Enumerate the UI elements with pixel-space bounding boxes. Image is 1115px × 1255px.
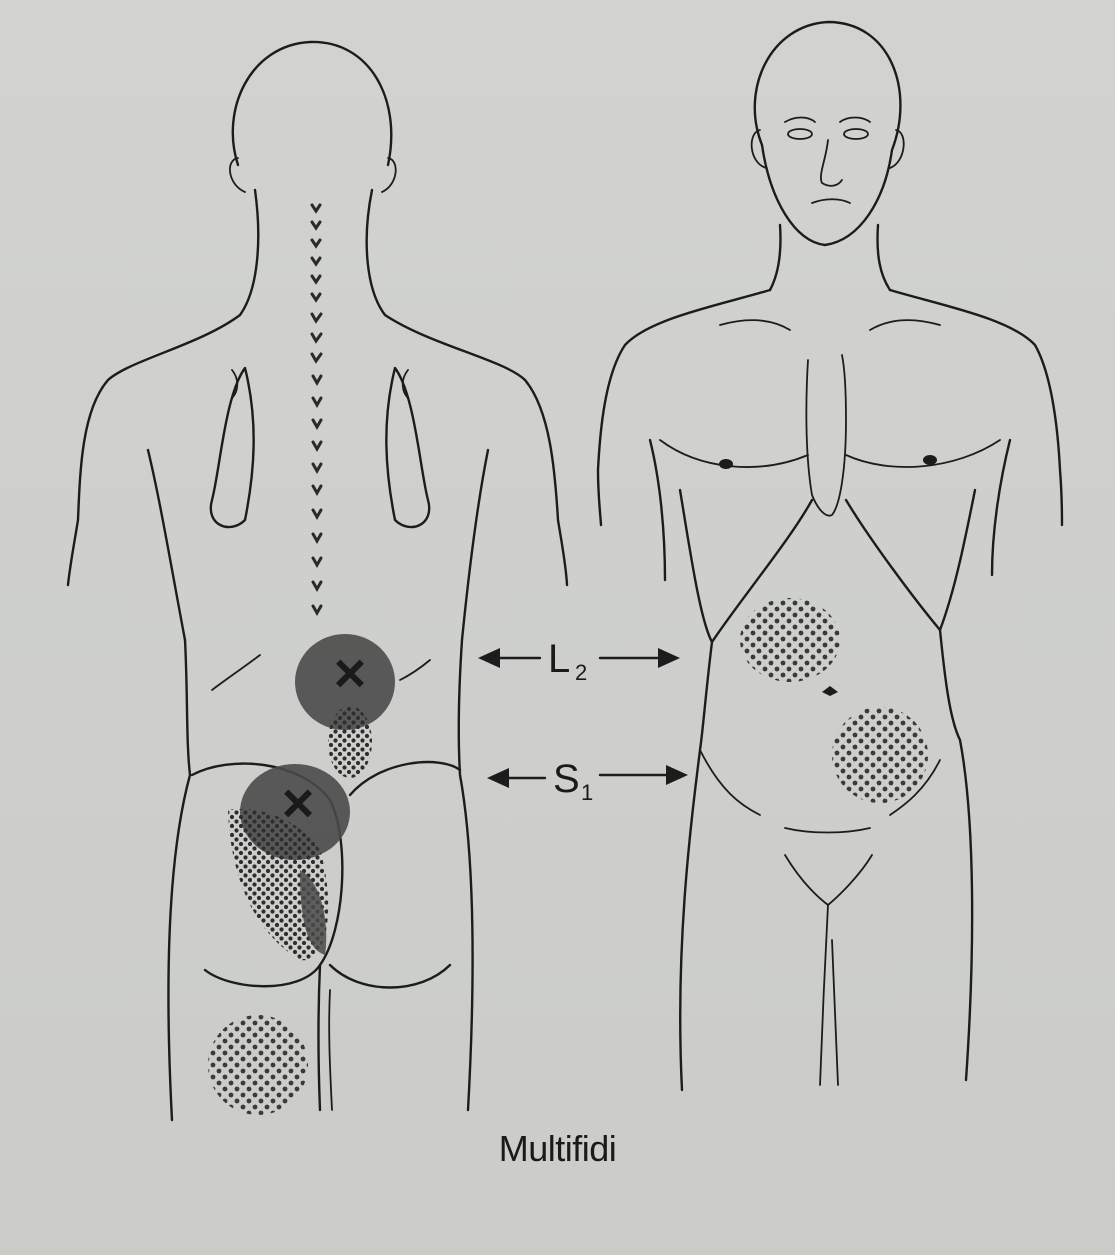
back-left-ear <box>229 157 246 193</box>
back-spine-dots <box>310 203 323 617</box>
s1-left-arrowhead <box>487 768 509 788</box>
level-indicator-l2: L 2 <box>478 637 680 685</box>
front-view-figure <box>596 20 1064 1092</box>
front-right-ear <box>889 129 905 169</box>
front-right-eye <box>843 128 869 140</box>
front-right-pec <box>845 439 1001 468</box>
pain-zone-upper-abdomen <box>740 598 840 682</box>
back-left-scapula <box>209 366 255 529</box>
front-right-clavicle <box>869 319 941 331</box>
front-left-pec <box>659 439 809 468</box>
pain-zone-lumbar-dense <box>295 634 395 730</box>
back-left-buttock <box>190 762 344 988</box>
front-right-inguinal <box>889 759 941 816</box>
pain-zone-sacral-spill <box>228 809 329 961</box>
back-head <box>231 40 393 167</box>
trigger-point-s1: × <box>282 771 315 834</box>
l2-subscript: 2 <box>575 660 587 685</box>
front-leg-split <box>819 904 829 1086</box>
back-right-outline <box>365 188 569 587</box>
front-left-outline <box>596 288 772 527</box>
front-right-ribcage <box>844 488 977 632</box>
trigger-point-l2: × <box>334 641 367 704</box>
l2-letter: L <box>548 637 570 681</box>
front-right-arm-inner <box>990 438 1012 577</box>
level-indicator-s1: S 1 <box>487 757 688 805</box>
pain-zone-thigh <box>208 1015 308 1115</box>
figure-caption: Multifidi <box>498 1128 617 1169</box>
front-nose <box>820 139 843 187</box>
back-left-shoulder-mark <box>231 369 239 399</box>
pain-zone-lower-abdomen <box>832 707 928 803</box>
l2-left-arrowhead <box>478 648 500 668</box>
pain-zone-sacral-dense-tail <box>300 870 327 955</box>
front-right-outline <box>888 288 1064 527</box>
back-leg-split <box>317 963 322 1112</box>
front-right-eyebrow <box>839 116 871 123</box>
front-neck-left <box>768 223 782 292</box>
front-groin <box>784 854 873 906</box>
front-head <box>753 20 902 247</box>
back-view-figure: × × <box>66 40 569 1122</box>
trigger-points: × × <box>282 641 367 834</box>
back-right-shoulder-mark <box>401 369 409 399</box>
front-inner-leg <box>831 939 839 1086</box>
back-right-flank <box>457 638 474 1112</box>
s1-right-arrowhead <box>666 765 688 785</box>
front-right-flank <box>938 628 974 1082</box>
front-left-inguinal <box>699 749 761 816</box>
back-right-gluteal-fold <box>328 963 452 989</box>
s1-subscript: 1 <box>581 780 593 805</box>
back-pain-zones <box>208 634 395 1115</box>
front-left-nipple <box>719 459 733 469</box>
back-right-buttock <box>348 760 462 797</box>
front-neck-right <box>876 223 892 292</box>
back-right-arm-inner <box>460 448 490 642</box>
front-pain-zones <box>740 598 928 803</box>
front-left-flank <box>679 640 714 1092</box>
back-left-outline <box>66 188 260 587</box>
l2-right-arrowhead <box>658 648 680 668</box>
front-right-nipple <box>923 455 937 465</box>
back-left-flank <box>167 638 192 1122</box>
front-mouth <box>811 198 851 204</box>
front-navel <box>822 686 838 696</box>
front-left-eyebrow <box>784 116 816 123</box>
back-right-scapula <box>385 366 431 529</box>
back-left-arm-inner <box>146 448 187 642</box>
front-left-arm-inner <box>648 438 667 582</box>
front-left-ear <box>750 129 767 169</box>
back-inner-leg <box>328 989 333 1111</box>
front-left-eye <box>787 128 813 140</box>
back-left-crease <box>211 654 261 691</box>
front-pubic-line <box>784 827 871 834</box>
front-sternum <box>805 354 847 517</box>
s1-letter: S <box>553 757 580 801</box>
back-right-ear <box>381 157 397 193</box>
front-left-clavicle <box>719 319 791 331</box>
back-right-crease <box>399 659 431 681</box>
pain-zone-lumbar-spill <box>328 706 372 778</box>
